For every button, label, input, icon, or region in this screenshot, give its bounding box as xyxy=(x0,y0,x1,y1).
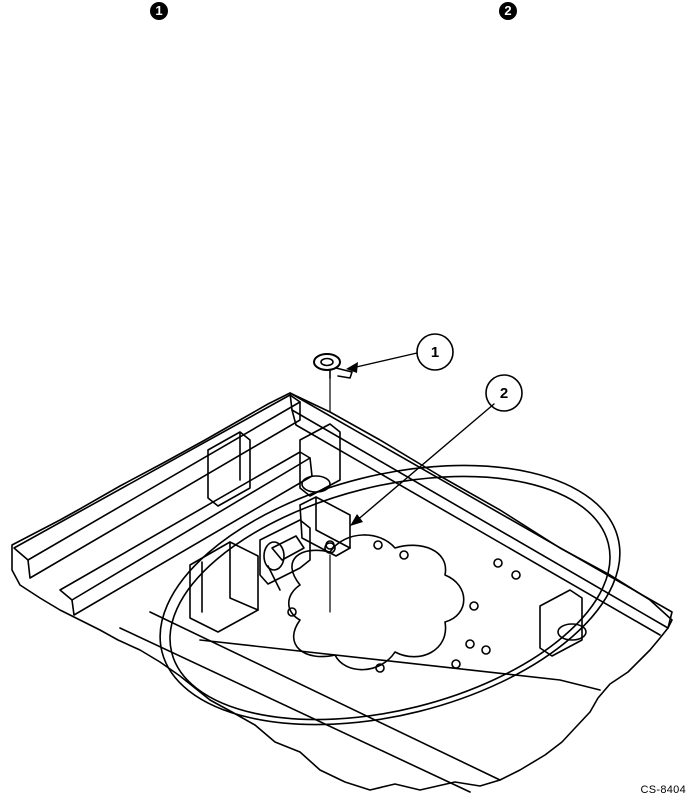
leader-line-1 xyxy=(352,353,417,368)
cloverleaf-cutout xyxy=(289,535,464,670)
leader-line-2 xyxy=(355,404,494,522)
figure-id: CS-8404 xyxy=(640,784,686,796)
right-channel xyxy=(290,393,672,628)
platter xyxy=(133,422,647,769)
switch-assembly xyxy=(190,542,258,632)
callout-label-2: 2 xyxy=(500,385,508,402)
callout-label-1: 1 xyxy=(431,344,439,361)
retaining-ring xyxy=(314,354,352,378)
